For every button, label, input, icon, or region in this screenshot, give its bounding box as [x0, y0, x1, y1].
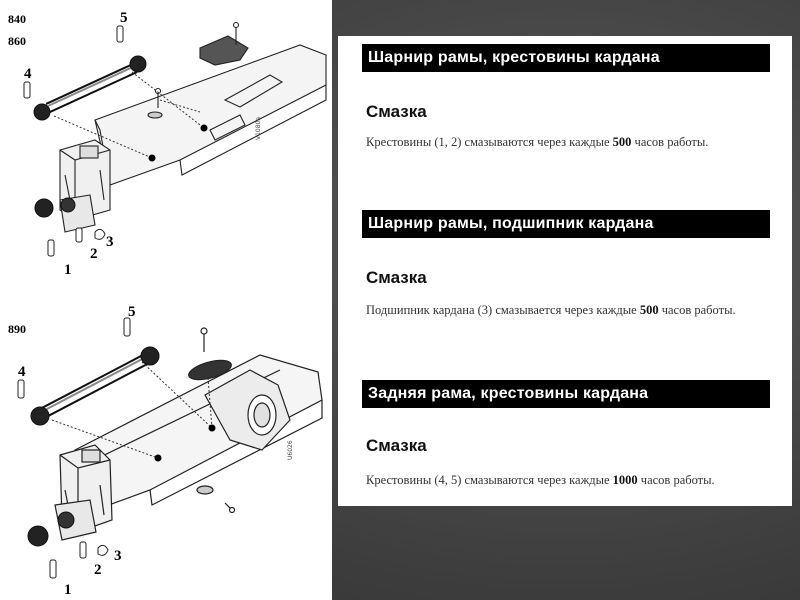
model-label: 890: [8, 322, 26, 336]
callout-4: 4: [18, 364, 26, 380]
section-title: Шарнир рамы, подшипник кардана: [362, 210, 770, 238]
callout-2: 2: [94, 562, 102, 578]
interval-value: 500: [639, 303, 659, 317]
section-title: Шарнир рамы, крестовины кардана: [362, 44, 770, 72]
section-text: Крестовины (4, 5) смазываются через кажд…: [366, 473, 715, 487]
interval-value: 1000: [612, 473, 638, 487]
section-text: Крестовины (1, 2) смазываются через кажд…: [366, 135, 709, 149]
section-subtitle: Смазка: [366, 436, 427, 455]
callout-5: 5: [120, 10, 128, 26]
callout-2: 2: [90, 246, 98, 262]
diagram-code: U6026: [287, 440, 294, 460]
callout-1: 1: [64, 582, 72, 598]
section-text: Подшипник кардана (3) смазывается через …: [366, 303, 736, 317]
callout-1: 1: [64, 262, 72, 278]
interval-value: 500: [612, 135, 632, 149]
instructions-panel: Шарнир рамы, крестовины кардана Смазка К…: [338, 36, 792, 506]
top-frame-diagram: V1080a: [23, 21, 327, 257]
section-subtitle: Смазка: [366, 268, 427, 287]
callout-4: 4: [24, 66, 32, 82]
bottom-frame-diagram: U6026: [17, 317, 323, 579]
callout-5: 5: [128, 304, 136, 320]
diagram-panel: V1080a 840 860 1 2 3 4 5: [0, 0, 332, 600]
section-title: Задняя рама, крестовины кардана: [362, 380, 770, 408]
section-subtitle: Смазка: [366, 102, 427, 121]
callout-3: 3: [114, 548, 122, 564]
model-label: 840: [8, 12, 26, 26]
model-label: 860: [8, 34, 26, 48]
callout-3: 3: [106, 234, 114, 250]
diagram-code: V1080a: [255, 117, 262, 140]
